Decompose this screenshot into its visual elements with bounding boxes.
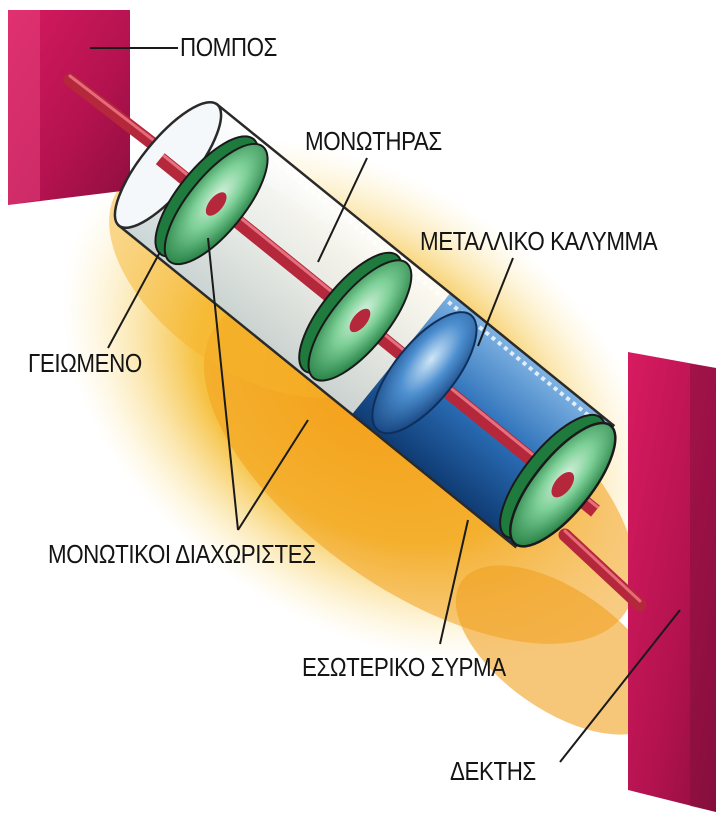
label-inner-wire: ΕΣΩΤΕΡΙΚΟ ΣΥΡΜΑ <box>302 654 506 680</box>
label-insulating-spacers: ΜΟΝΩΤΙΚΟΙ ΔΙΑΧΩΡΙΣΤΕΣ <box>48 541 316 567</box>
label-metal-cover: ΜΕΤΑΛΛΙΚΟ ΚΑΛΥΜΜΑ <box>420 228 657 254</box>
receiver-box <box>628 352 716 812</box>
label-receiver: ΔΕΚΤΗΣ <box>450 758 536 784</box>
label-grounded: ΓΕΙΩΜΕΝΟ <box>28 350 142 376</box>
label-transmitter: ΠΟΜΠΟΣ <box>180 34 277 60</box>
label-insulator: ΜΟΝΩΤΗΡΑΣ <box>305 128 442 154</box>
